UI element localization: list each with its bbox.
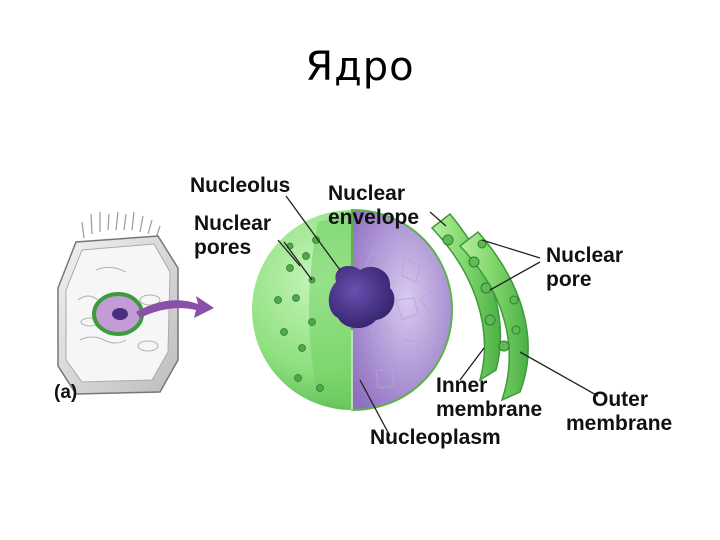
nucleus-sphere	[252, 208, 454, 412]
label-nucleoplasm: Nucleoplasm	[370, 426, 501, 449]
label-nuclear-envelope-line1: Nuclear	[328, 182, 405, 205]
label-nuclear-pores-line1: Nuclear	[194, 212, 271, 235]
label-nuclear-pore-line1: Nuclear	[546, 244, 623, 267]
leader-lines	[277, 195, 599, 437]
panel-label: (a)	[54, 382, 77, 403]
cell-illustration	[57, 211, 214, 395]
label-nucleolus: Nucleolus	[190, 174, 290, 197]
label-inner-membrane-line2: membrane	[436, 398, 542, 421]
nucleolus-blob	[328, 266, 395, 329]
envelope-fragment	[430, 212, 529, 402]
slide-title: Ядро	[305, 44, 415, 90]
label-inner-membrane-line1: Inner	[436, 374, 487, 397]
label-outer-membrane-line2: membrane	[566, 412, 672, 435]
label-nuclear-envelope-line2: envelope	[328, 206, 419, 229]
label-nuclear-pores-line2: pores	[194, 236, 251, 259]
label-nuclear-pore-line2: pore	[546, 268, 592, 291]
pointer-arrow	[136, 296, 214, 318]
label-outer-membrane-line1: Outer	[592, 388, 648, 411]
